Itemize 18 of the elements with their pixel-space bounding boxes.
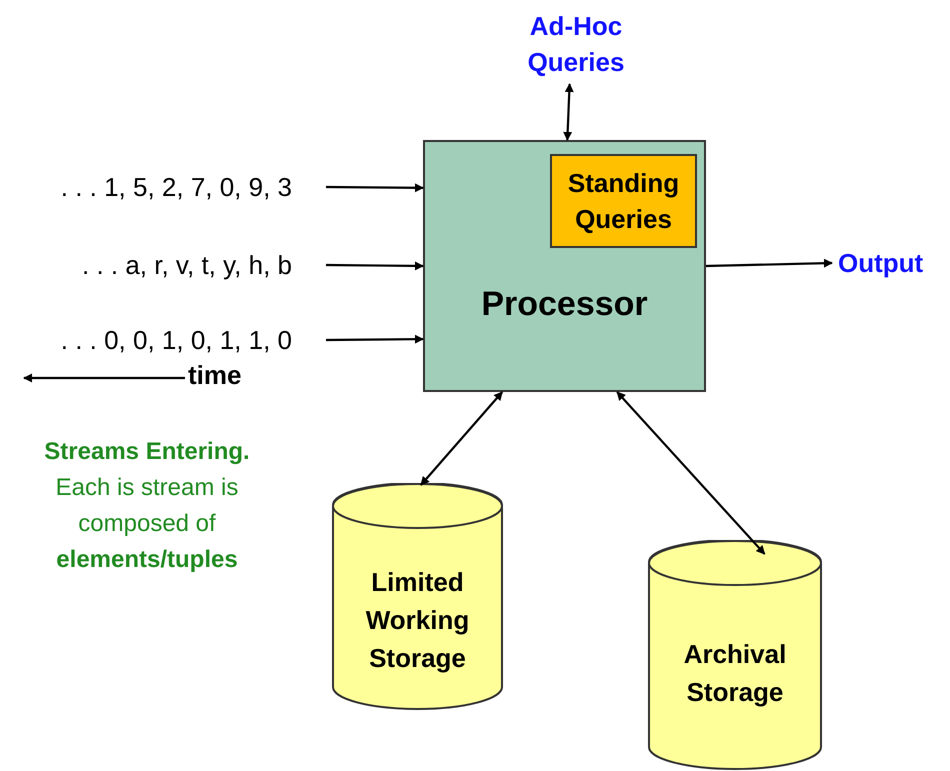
arrow bbox=[326, 334, 424, 344]
processor-box bbox=[423, 140, 706, 392]
stream-values: . . . 0, 0, 1, 0, 1, 1, 0 bbox=[0, 323, 292, 357]
arrow bbox=[616, 391, 766, 555]
standing-queries-box: Standing Queries bbox=[550, 154, 697, 248]
arrow bbox=[326, 261, 424, 270]
query-label: Ad-Hoc Queries bbox=[512, 8, 640, 80]
arrow bbox=[563, 83, 574, 141]
processor-label: Processor bbox=[480, 285, 649, 324]
stream-values: . . . 1, 5, 2, 7, 0, 9, 3 bbox=[0, 170, 292, 204]
stream-values: . . . a, r, v, t, y, h, b bbox=[0, 248, 292, 282]
description-text: Streams Entering. Each is stream is composed of elements/tuples bbox=[43, 437, 251, 575]
arrow bbox=[326, 183, 424, 192]
axis-label: time bbox=[188, 360, 242, 391]
storage-label: Archival Storage bbox=[682, 638, 788, 709]
output-label: Output bbox=[838, 246, 948, 280]
arrow bbox=[706, 258, 833, 268]
storage-label: Limited Working Storage bbox=[364, 566, 470, 675]
